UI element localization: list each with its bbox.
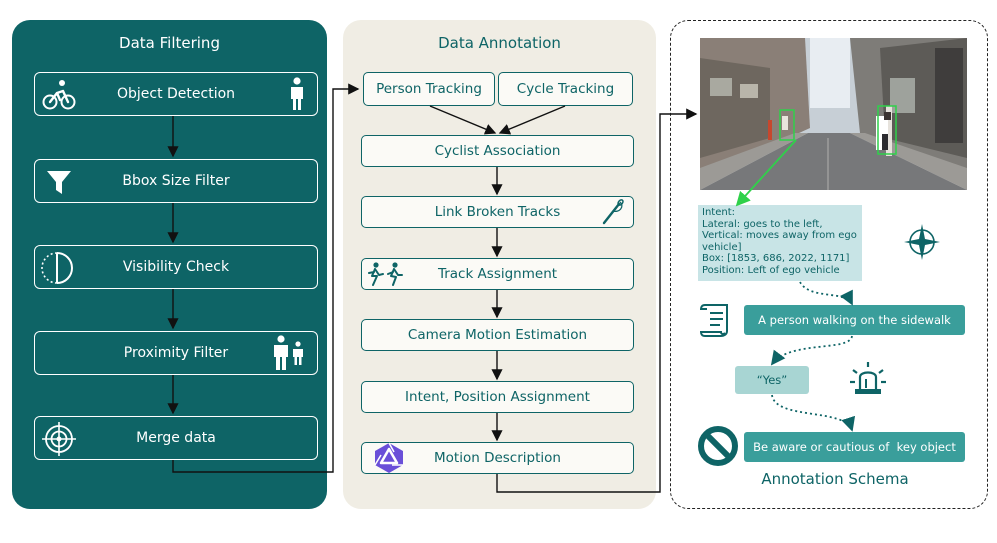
scroll-icon	[699, 302, 733, 342]
intent-position-assignment-label: Intent, Position Assignment	[405, 389, 590, 405]
intent-line: Box: [1853, 686, 2022, 1171]	[702, 253, 850, 264]
answer-text: “Yes”	[756, 373, 788, 387]
answer-box: “Yes”	[735, 366, 809, 394]
intent-line: vehicle]	[702, 241, 742, 253]
funnel-icon	[45, 168, 73, 196]
siren-icon	[849, 360, 887, 400]
intent-line: Lateral: goes to the left,	[702, 218, 823, 230]
cyclist-association-box: Cyclist Association	[361, 135, 634, 167]
cyclist-icon	[41, 79, 77, 111]
person-tracking-box: Person Tracking	[363, 72, 495, 106]
camera-motion-estimation-label: Camera Motion Estimation	[407, 327, 588, 343]
annotation-schema-title: Annotation Schema	[761, 470, 909, 488]
cycle-tracking-label: Cycle Tracking	[516, 81, 615, 97]
data-annotation-title: Data Annotation	[438, 34, 561, 52]
warning-text: Be aware or cautious of key object	[753, 440, 956, 454]
logo-icon	[372, 441, 406, 475]
motion-description-box: Motion Description	[361, 442, 634, 474]
intent-annotation-box: Intent: Lateral: goes to the left, Verti…	[698, 205, 862, 281]
merge-data-label: Merge data	[136, 430, 216, 446]
person-icon	[287, 77, 307, 111]
person-tracking-label: Person Tracking	[376, 81, 482, 97]
needle-icon	[601, 199, 625, 225]
visibility-check-label: Visibility Check	[122, 259, 230, 275]
prohibited-icon	[697, 425, 739, 471]
link-broken-tracks-label: Link Broken Tracks	[434, 204, 561, 220]
bbox-size-filter-label: Bbox Size Filter	[122, 173, 230, 189]
object-detection-label: Object Detection	[116, 86, 236, 102]
crosshair-icon	[41, 421, 77, 457]
intent-position-assignment-box: Intent, Position Assignment	[361, 381, 634, 413]
object-detection-box: Object Detection	[34, 72, 318, 116]
visibility-check-box: Visibility Check	[34, 245, 318, 289]
track-assignment-label: Track Assignment	[437, 266, 558, 282]
camera-motion-estimation-box: Camera Motion Estimation	[361, 319, 634, 351]
proximity-filter-box: Proximity Filter	[34, 331, 318, 375]
description-text: A person walking on the sidewalk	[758, 313, 951, 327]
warning-box: Be aware or cautious of key object	[744, 432, 965, 462]
runners-icon	[368, 262, 406, 286]
cyclist-association-label: Cyclist Association	[434, 143, 561, 159]
intent-line: Intent:	[702, 207, 735, 218]
proximity-filter-label: Proximity Filter	[123, 345, 229, 361]
street-scene-image	[700, 38, 967, 190]
data-filtering-title: Data Filtering	[119, 34, 220, 52]
intent-line: Position: Left of ego vehicle	[702, 264, 840, 276]
adult-child-icon	[271, 335, 305, 371]
description-box: A person walking on the sidewalk	[744, 305, 965, 335]
motion-description-label: Motion Description	[434, 450, 561, 466]
intent-line: Vertical: moves away from ego	[702, 230, 857, 241]
cycle-tracking-box: Cycle Tracking	[498, 72, 633, 106]
merge-data-box: Merge data	[34, 416, 318, 460]
bbox-size-filter-box: Bbox Size Filter	[34, 159, 318, 203]
link-broken-tracks-box: Link Broken Tracks	[361, 196, 634, 228]
compass-icon	[902, 222, 942, 266]
data-filtering-panel: Data Filtering Object Detection Bbox Siz…	[12, 20, 327, 509]
track-assignment-box: Track Assignment	[361, 258, 634, 290]
half-circle-icon	[40, 251, 74, 285]
